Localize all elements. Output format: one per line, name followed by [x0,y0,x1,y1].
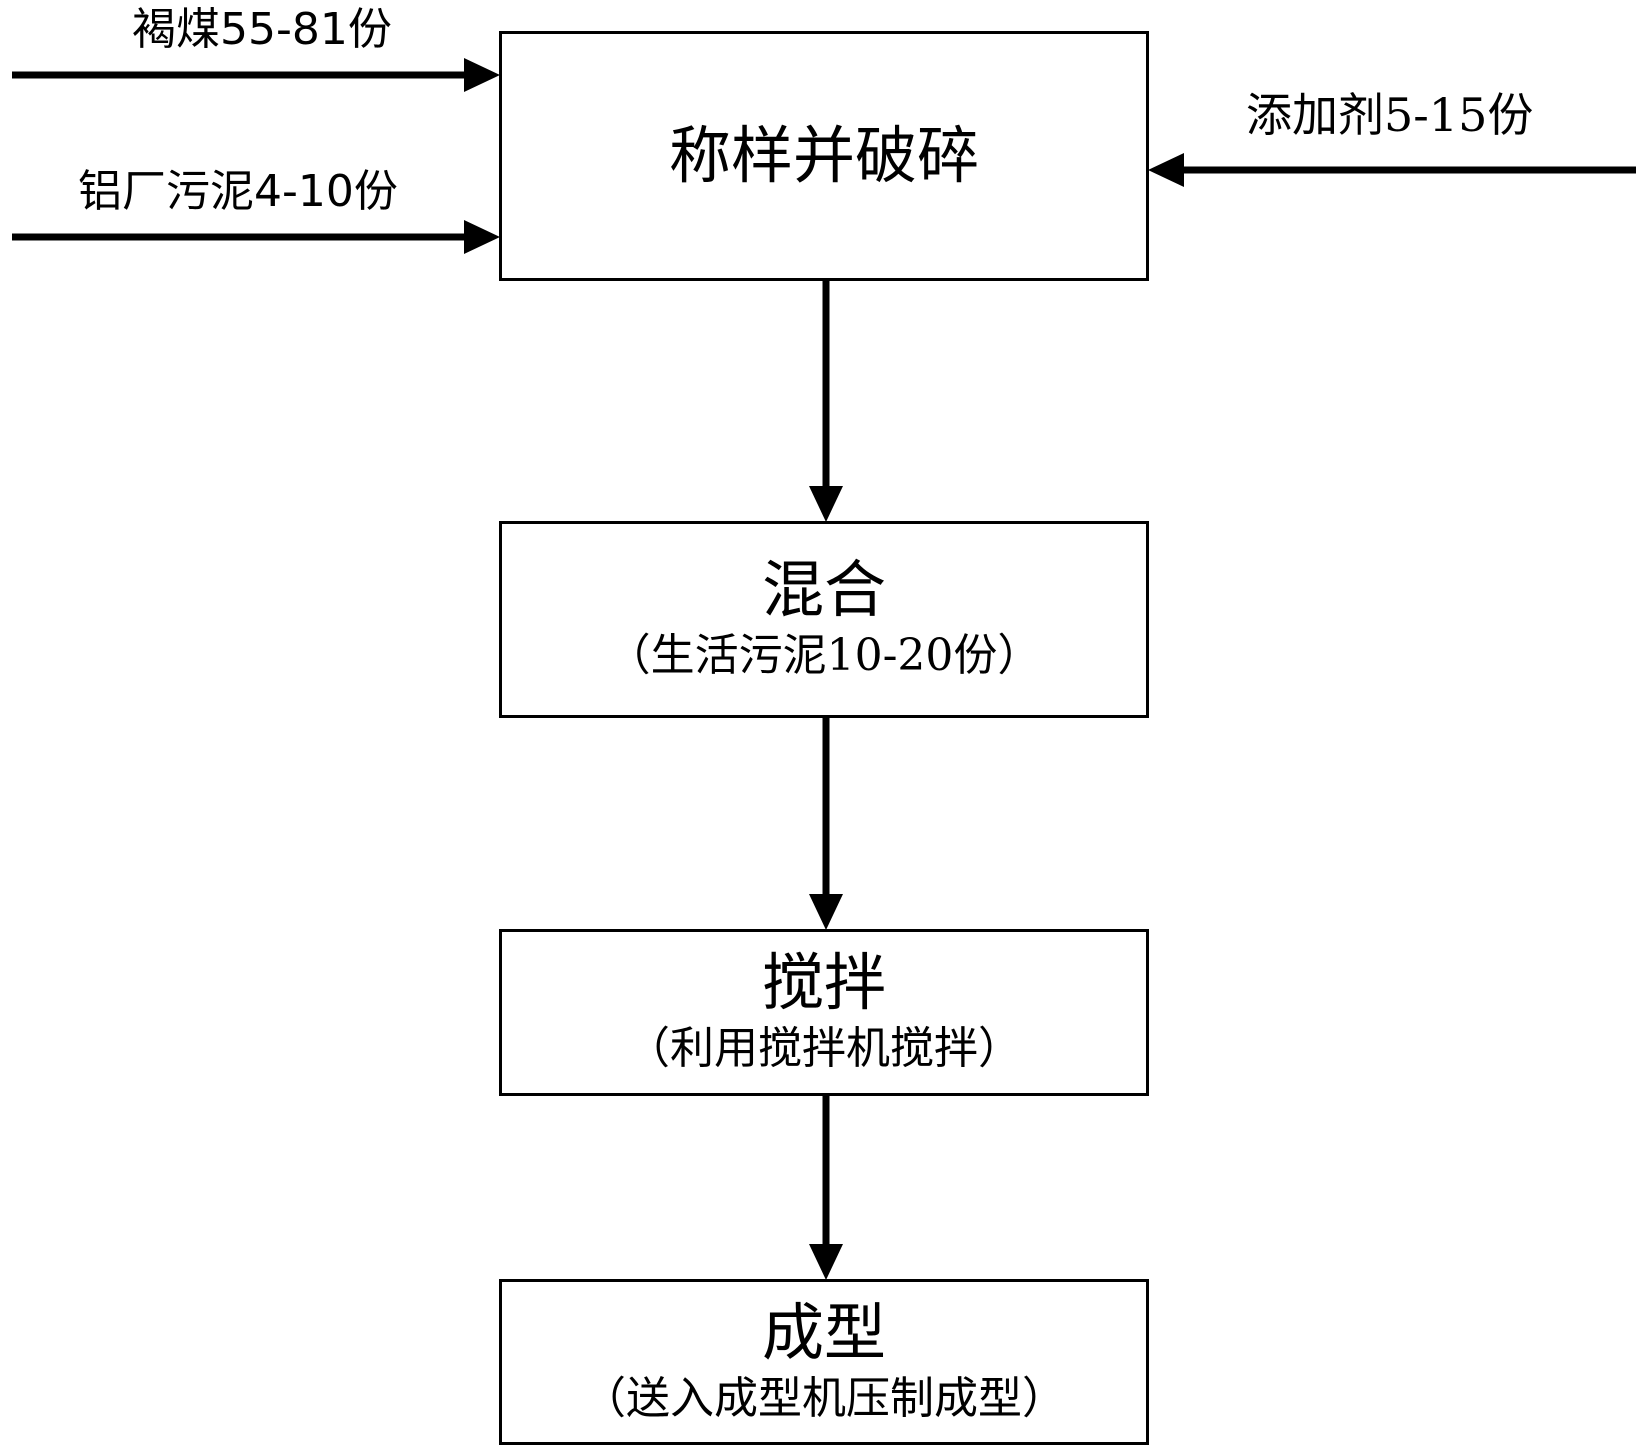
lignite-input-label: 褐煤55-81份 [132,4,392,55]
arrow-additive-input [1148,153,1636,187]
arrow-step2-to-step3 [809,716,843,930]
step-forming-box: 成型 （送入成型机压制成型） [499,1279,1149,1445]
step-weigh-and-crush-title: 称样并破碎 [668,118,979,192]
arrow-aluminum-sludge-input [12,220,500,254]
additive-input-label: 添加剂5-15份 [1246,88,1534,142]
step-mixing-subtitle: （生活污泥10-20份） [606,630,1042,682]
step-stirring-subtitle: （利用搅拌机搅拌） [626,1023,1022,1075]
step-stirring-title: 搅拌 [761,946,886,1019]
step-mixing-box: 混合 （生活污泥10-20份） [499,521,1149,718]
step-stirring-box: 搅拌 （利用搅拌机搅拌） [499,929,1149,1096]
arrow-lignite-input [12,58,500,92]
step-weigh-and-crush-box: 称样并破碎 [499,31,1149,281]
step-mixing-title: 混合 [761,553,886,626]
step-forming-title: 成型 [761,1295,886,1369]
arrow-step3-to-step4 [809,1093,843,1280]
step-forming-subtitle: （送入成型机压制成型） [582,1372,1066,1424]
aluminum-sludge-input-label: 铝厂污泥4-10份 [78,166,398,217]
arrow-step1-to-step2 [809,278,843,522]
